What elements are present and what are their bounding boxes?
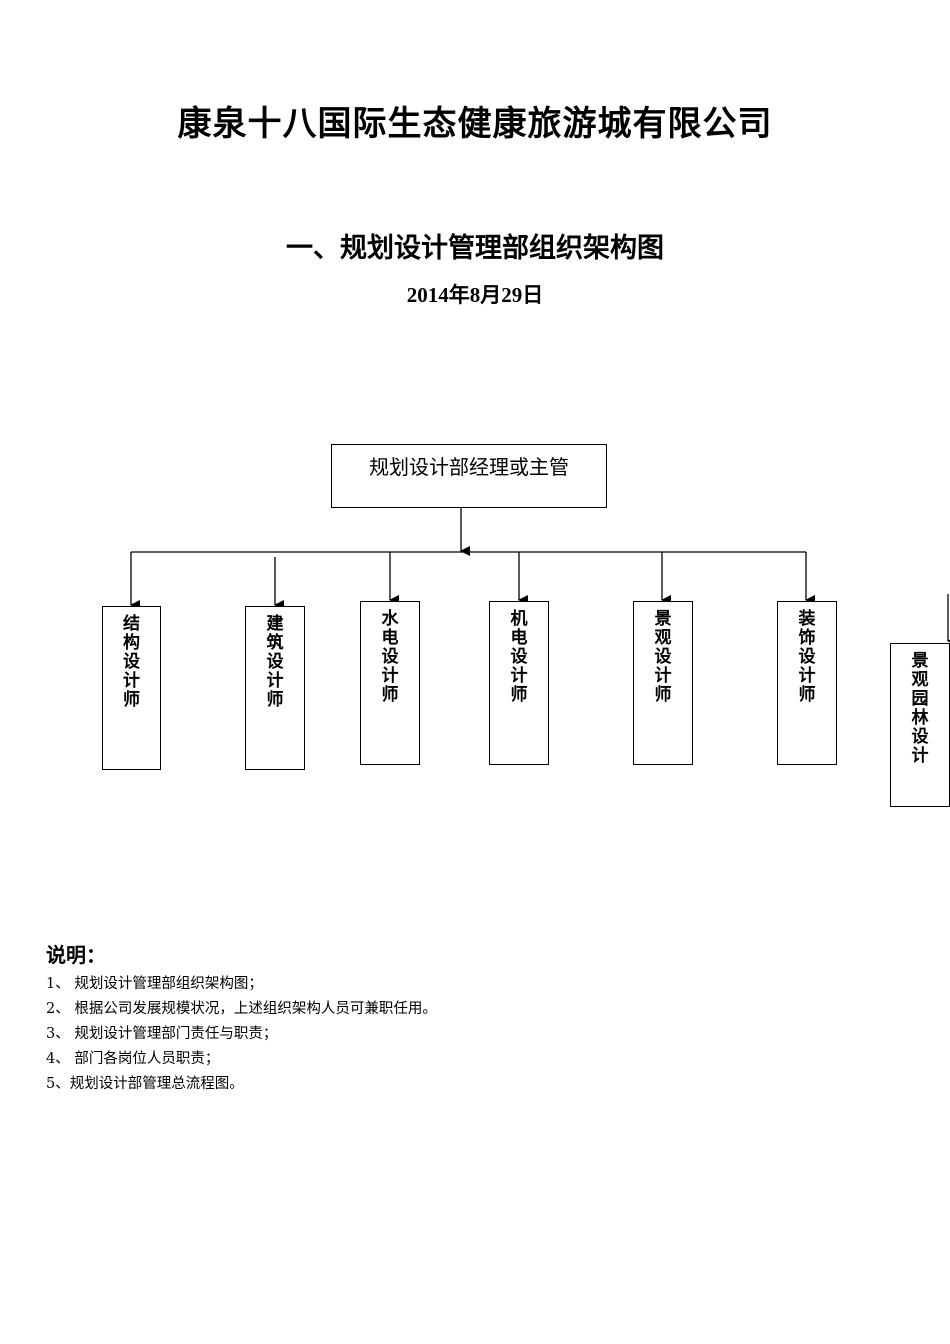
notes-heading: 说明：	[46, 943, 106, 967]
member-box-plumbing: 水电设计师	[360, 601, 420, 765]
notes-section: 说明： 1、 规划设计管理部组织架构图； 2、 根据公司发展规模状况，上述组织架…	[46, 939, 906, 1097]
member-box-decoration: 装饰设计师	[777, 601, 837, 765]
note-item: 3、 规划设计管理部门责任与职责；	[46, 1026, 278, 1042]
chart-title: 一、规划设计管理部组织架构图	[286, 233, 664, 264]
company-title: 康泉十八国际生态健康旅游城有限公司	[177, 104, 773, 144]
member-label: 景观园林设计	[911, 651, 929, 766]
document-date: 2014年8月29日	[406, 283, 544, 307]
member-label: 水电设计师	[381, 609, 399, 705]
member-label: 机电设计师	[510, 609, 528, 705]
note-item: 2、 根据公司发展规模状况，上述组织架构人员可兼职任用。	[46, 1001, 437, 1017]
member-label: 景观设计师	[654, 609, 672, 705]
note-item: 1、 规划设计管理部组织架构图；	[46, 976, 263, 992]
member-label: 结构设计师	[123, 614, 140, 710]
member-label: 建筑设计师	[266, 614, 284, 710]
note-item: 5、规划设计部管理总流程图。	[46, 1076, 244, 1092]
member-label: 装饰设计师	[798, 609, 816, 705]
member-box-architecture: 建筑设计师	[245, 606, 305, 770]
head-box: 规划设计部经理或主管	[331, 444, 607, 508]
member-box-mechanical: 机电设计师	[489, 601, 549, 765]
member-box-garden: 景观园林设计	[890, 643, 950, 807]
head-label: 规划设计部经理或主管	[369, 455, 569, 479]
member-box-structure: 结构设计师	[102, 606, 161, 770]
member-box-landscape: 景观设计师	[633, 601, 693, 765]
note-item: 4、 部门各岗位人员职责；	[46, 1051, 220, 1067]
